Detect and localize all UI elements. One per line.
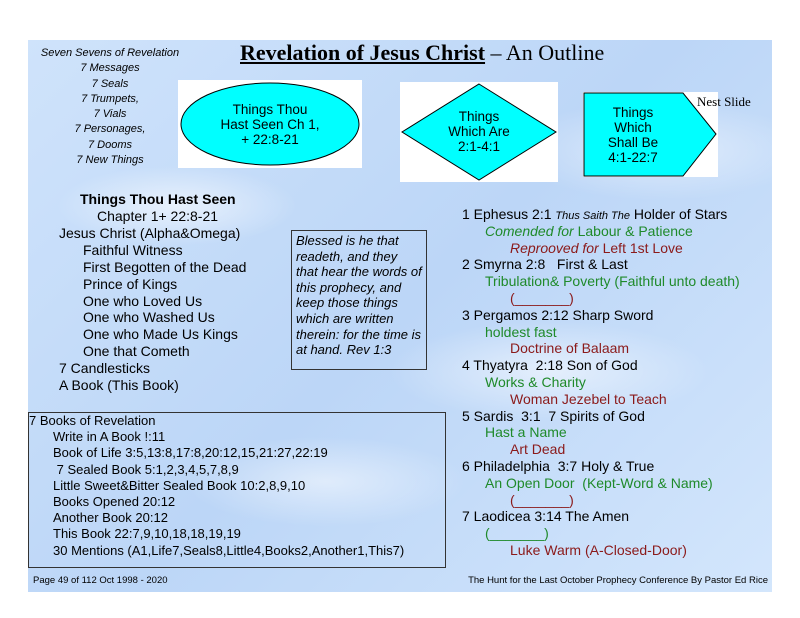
shape-text: Things Thou [232,102,308,117]
seen-item: A Book (This Book) [59,377,179,393]
church-commendation: Hast a Name [485,424,567,441]
books-heading: 7 Books of Revelation [29,413,156,428]
church-heading: 5 Sardis 3:1 7 Spirits of God [462,408,645,425]
book-item: Write in A Book !:11 [53,429,166,445]
church-name: 4 Thyatyra 2:18 Son of God [462,357,638,374]
commend-text: holdest fast [485,323,557,340]
seen-item: Prince of Kings [83,275,178,292]
seen-item: One that Cometh [83,343,190,360]
church-commendation: An Open Door (Kept-Word & Name) [485,475,713,492]
church-heading: 1 Ephesus 2:1 Thus Saith The Holder of S… [462,206,727,225]
book-item: 7 Sealed Book 5:1,2,3,4,5,7,8,9 [53,461,239,477]
church-reproof: (_______) [510,290,574,307]
church-commendation: holdest fast [485,324,557,341]
commend-text: Hast a Name [485,424,567,441]
page-title: Revelation of Jesus Christ – An Outline [240,40,604,66]
sevens-item: 7 Seals [91,77,129,90]
commend-text: Works & Charity [485,374,586,390]
church-name: 2 Smyrna 2:8 First & Last [462,256,628,273]
commend-text: (_______) [485,525,549,542]
book-item: 30 Mentions (A1,Life7,Seals8,Little4,Boo… [53,542,405,558]
church-commendation: Tribulation& Poverty (Faithful unto deat… [485,273,740,290]
footer-page: Page 49 of 112 Oct 1998 - 2020 [33,575,168,586]
reproof-text: Luke Warm (A-Closed-Door) [510,542,687,558]
book-item: Little Sweet&Bitter Sealed Book 10:2,8,9… [53,477,306,493]
sevens-item: 7 New Things [76,154,144,167]
shape-text: Things [458,109,500,124]
commend-text: Labour & Patience [573,222,693,239]
seen-item: Faithful Witness [83,241,183,258]
footer-credit: The Hunt for the Last October Prophecy C… [468,575,768,586]
church-heading: 6 Philadelphia 3:7 Holy & True [462,458,654,475]
church-heading: 4 Thyatyra 2:18 Son of God [462,357,638,374]
shape-text: + 22:8-21 [241,132,299,147]
title-sub: – An Outline [485,40,605,65]
church-commendation: (_______) [485,525,549,542]
title-main: Revelation of Jesus Christ [240,40,486,65]
reproof-text: Doctrine of Balaam [510,340,630,357]
seen-item: First Begotten of the Dead [83,258,247,275]
seen-item: 7 Candlesticks [59,360,151,377]
book-item: Book of Life 3:5,13:8,17:8,20:12,15,21:2… [53,445,328,461]
shape-text: Things [612,105,654,120]
books-box: 7 Books of Revelation Write in A Book !:… [28,412,446,568]
church-saith: Thus Saith The [555,210,630,222]
seen-heading: Things Thou Hast Seen [80,191,236,207]
church-reproof: Doctrine of Balaam [510,340,629,357]
shape-text: Which Are [448,124,510,139]
seen-item: One who Made Us Kings [83,326,238,343]
shape-text: 4:1-22:7 [608,150,658,165]
seen-item: Chapter 1+ 22:8-21 [97,208,219,224]
seven-sevens-list: Seven Sevens of Revelation 7 Messages 7 … [30,46,190,168]
reproof-text: (_______) [510,290,574,306]
reproof-prefix: Reprooved for [510,239,599,256]
church-name: 7 Laodicea 3:14 The Amen [462,508,630,525]
church-reproof: Woman Jezebel to Teach [510,391,667,408]
church-title: Holder of Stars [630,206,728,222]
sevens-item: 7 Dooms [87,138,133,151]
commend-text: An Open Door (Kept-Word & Name) [485,474,713,491]
shape-text: Shall Be [607,135,659,150]
church-name: 3 Pergamos 2:12 Sharp Sword [462,306,654,323]
quote-box: Blessed is he that readeth, and they tha… [291,230,427,370]
book-item: Books Opened 20:12 [53,494,176,510]
church-heading: 2 Smyrna 2:8 First & Last [462,256,628,273]
next-slide-link[interactable]: Nest Slide [697,94,751,109]
church-name: 1 Ephesus 2:1 [462,206,556,222]
commend-text: Tribulation& Poverty (Faithful unto deat… [485,273,740,290]
church-name: 5 Sardis 3:1 7 Spirits of God [462,407,645,424]
sevens-item: 7 Trumpets, [81,92,139,105]
church-reproof: Reprooved for Left 1st Love [510,240,683,257]
church-commendation: Comended for Labour & Patience [485,223,693,240]
reproof-text: (_______) [510,491,574,508]
reproof-text: Woman Jezebel to Teach [510,390,667,407]
shape-text: Which [614,120,652,135]
sevens-item: 7 Messages [80,62,140,75]
shape-text: Hast Seen Ch 1, [220,117,320,132]
shape-text: 2:1-4:1 [457,139,501,154]
church-commendation: Works & Charity [485,374,586,391]
church-heading: 3 Pergamos 2:12 Sharp Sword [462,307,653,324]
seen-item: Jesus Christ (Alpha&Omega) [59,224,241,241]
reproof-text: Art Dead [510,441,566,458]
sevens-item: 7 Personages, [74,123,146,136]
church-heading: 7 Laodicea 3:14 The Amen [462,508,629,525]
church-reproof: (_______) [510,492,574,509]
reproof-text: Left 1st Love [598,239,683,256]
seen-item: One who Loved Us [83,292,203,309]
sevens-item: 7 Vials [93,108,127,121]
church-reproof: Art Dead [510,441,565,458]
church-reproof: Luke Warm (A-Closed-Door) [510,542,687,559]
book-item: Another Book 20:12 [53,510,168,526]
book-item: This Book 22:7,9,10,18,18,19,19 [53,526,241,542]
commend-prefix: Comended for [485,222,574,239]
seen-item: One who Washed Us [83,309,215,326]
church-name: 6 Philadelphia 3:7 Holy & True [462,458,655,474]
sevens-title: Seven Sevens of Revelation [40,47,180,59]
